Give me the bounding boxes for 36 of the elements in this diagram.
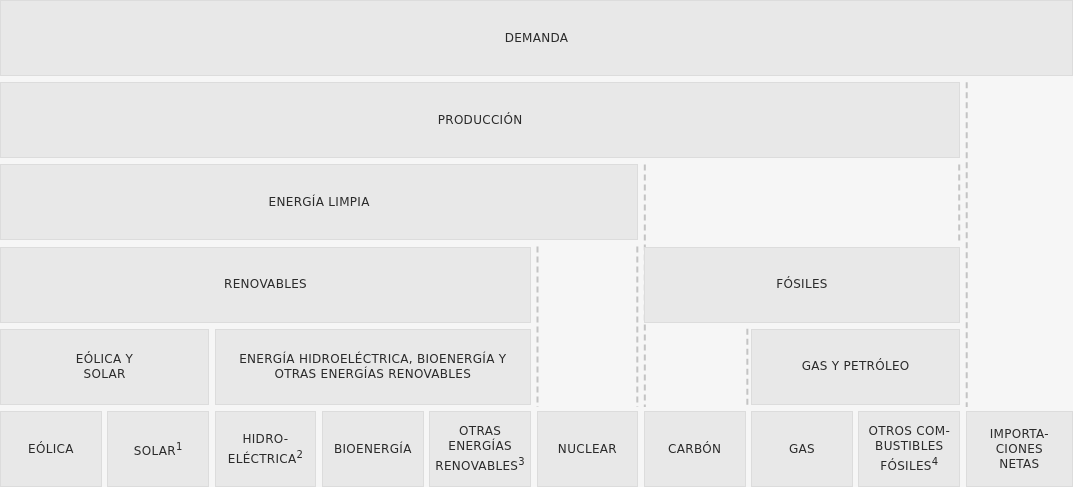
category-cell xyxy=(321,411,424,487)
category-label: SOLAR$^{1}$ xyxy=(132,440,184,459)
category-cell xyxy=(858,411,961,487)
category-cell xyxy=(536,411,639,487)
category-cell xyxy=(107,411,210,487)
category-cell xyxy=(643,411,746,487)
category-label: DEMANDA xyxy=(503,30,570,46)
category-label: IMPORTA- CIONES NETAS xyxy=(988,426,1050,472)
category-band xyxy=(0,82,961,159)
category-cell xyxy=(751,411,853,487)
category-cell xyxy=(965,411,1073,487)
category-band xyxy=(643,246,961,323)
category-label: BIOENERGÍA xyxy=(332,441,413,457)
category-label: EÓLICA xyxy=(27,441,75,457)
category-cell xyxy=(0,411,102,487)
category-label: EÓLICA Y SOLAR xyxy=(74,351,135,382)
category-band xyxy=(0,328,210,405)
category-label: NUCLEAR xyxy=(556,441,618,457)
category-label: ENERGÍA LIMPIA xyxy=(267,194,371,210)
category-label: PRODUCCIÓN xyxy=(436,112,524,128)
category-cell xyxy=(429,411,531,487)
category-label: GAS xyxy=(787,441,816,457)
category-label: OTROS COM- BUSTIBLES FÓSILES$^{4}$ xyxy=(867,424,952,474)
category-label: OTRAS ENERGÍAS RENOVABLES$^{3}$ xyxy=(434,424,526,474)
category-band xyxy=(0,164,639,241)
category-band xyxy=(0,0,1073,76)
category-band xyxy=(751,328,961,405)
category-label: CARBÓN xyxy=(667,441,723,457)
category-label: ENERGÍA HIDROELÉCTRICA, BIOENERGÍA Y OTRAS ENERGÍAS RENOVABLES xyxy=(238,351,508,382)
category-label: GAS Y PETRÓLEO xyxy=(800,359,911,375)
category-band xyxy=(214,328,531,405)
category-label: RENOVABLES xyxy=(223,277,308,293)
category-label: HIDRO- ELÉCTRICA$^{2}$ xyxy=(226,431,305,467)
category-band xyxy=(0,246,531,323)
category-label: FÓSILES xyxy=(775,277,829,293)
category-cell xyxy=(214,411,317,487)
